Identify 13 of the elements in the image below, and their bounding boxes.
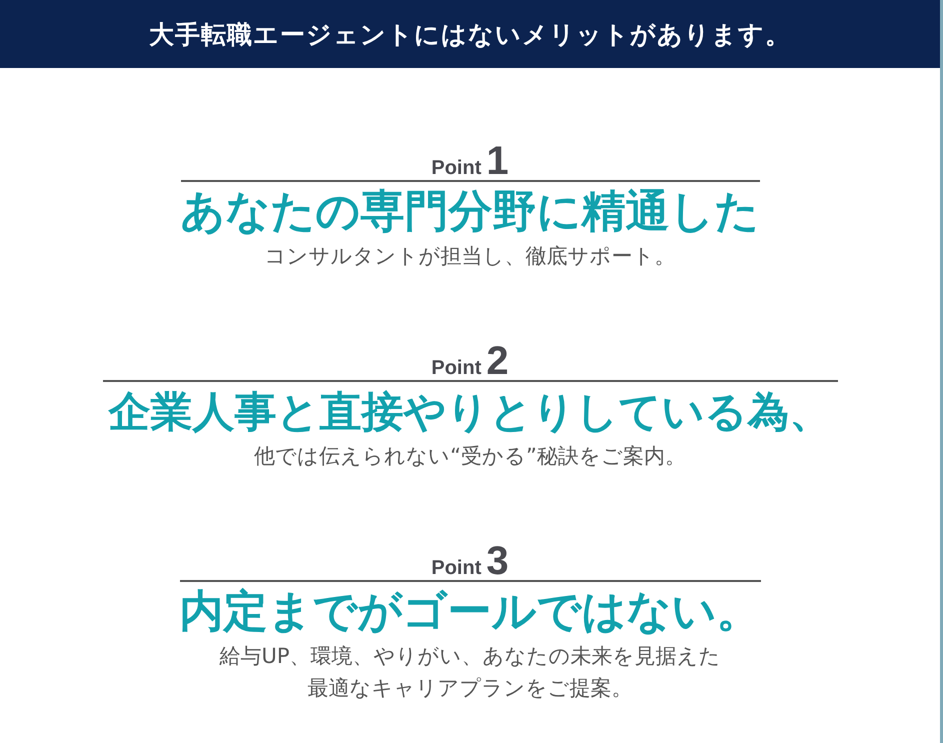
point-heading: 内定までがゴールではない。: [180, 580, 760, 638]
point-label: Point: [431, 557, 482, 580]
point-number: 3: [486, 542, 509, 580]
point-label: Point: [431, 357, 482, 380]
point-label: Point: [431, 157, 482, 180]
header-title: 大手転職エージェントにはないメリットがあります。: [0, 0, 940, 68]
point-description: コンサルタントが担当し、徹底サポート。: [264, 243, 676, 270]
point-heading: 企業人事と直接やりとりしている為、: [102, 380, 838, 438]
point-number: 1: [486, 142, 509, 180]
point-heading: あなたの専門分野に精通した: [180, 180, 760, 238]
point-number: 2: [486, 342, 509, 380]
point-description: 他では伝えられない“受かる”秘訣をご案内。: [254, 443, 686, 470]
point-description: 給与UP、環境、やりがい、あなたの未来を見据えた最適なキャリアプランをご提案。: [218, 643, 722, 702]
